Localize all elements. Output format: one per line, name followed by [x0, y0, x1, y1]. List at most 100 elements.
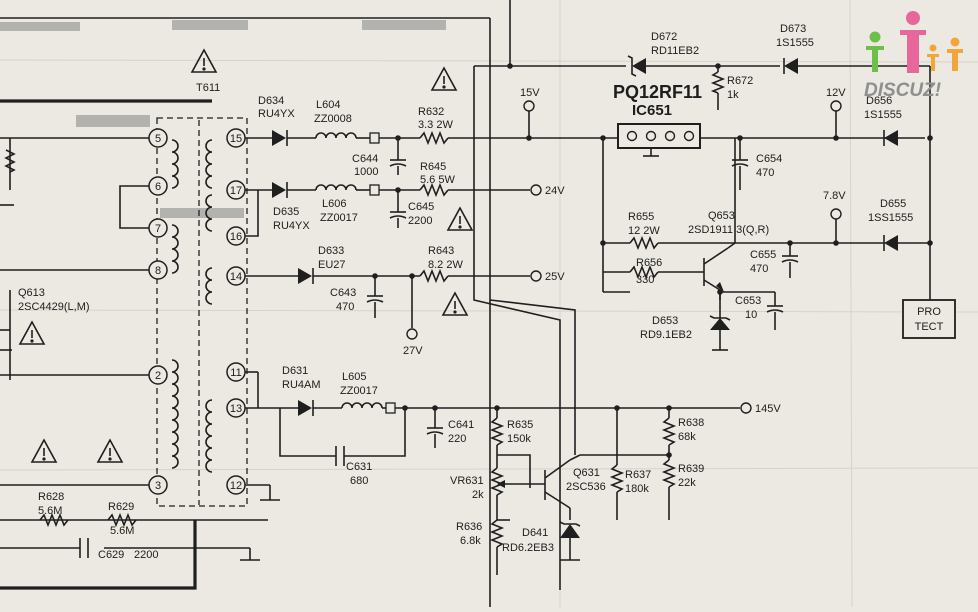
ref-c641: C641 — [448, 419, 474, 431]
ref-c631: C631 — [346, 461, 372, 473]
ref-c654: C654 — [756, 153, 782, 165]
warning-icons — [18, 48, 474, 463]
resistor-r628 — [39, 512, 69, 528]
ref-r672: R672 — [727, 75, 753, 87]
diode-d633 — [298, 268, 312, 284]
resistor-r637 — [609, 464, 625, 493]
pin-7: 7 — [155, 223, 161, 235]
primary-winding — [171, 139, 179, 469]
rail-7-8v: 7.8V — [823, 190, 846, 202]
ref-d634: D634 — [258, 95, 284, 107]
part-d631: RU4AM — [282, 379, 321, 391]
pin-2: 2 — [155, 370, 161, 382]
ref-q653: Q653 — [708, 210, 735, 222]
pin-17: 17 — [230, 185, 242, 197]
pin-8: 8 — [155, 265, 161, 277]
warning-triangle-icon — [430, 66, 458, 91]
value-r628: 5.6M — [38, 505, 62, 517]
ref-r636: R636 — [456, 521, 482, 533]
part-l604: ZZ0008 — [314, 113, 352, 125]
ref-r629: R629 — [108, 501, 134, 513]
value-r656: 330 — [636, 274, 654, 286]
ic-pq12rf11 — [617, 123, 701, 149]
value-r645: 5.6 5W — [420, 174, 455, 186]
warning-triangle-icon — [30, 438, 58, 463]
ref-r628: R628 — [38, 491, 64, 503]
discuz-logo: DISCUZ! — [864, 11, 963, 101]
protect-label-line2: TECT — [915, 321, 944, 333]
value-c645: 2200 — [408, 215, 432, 227]
pin-14: 14 — [230, 271, 242, 283]
pin-12: 12 — [230, 480, 242, 492]
warning-triangle-icon — [96, 438, 124, 463]
ref-q613: Q613 — [18, 287, 45, 299]
resistor-r655 — [629, 235, 659, 251]
part-d635: RU4YX — [273, 220, 310, 232]
ref-r643: R643 — [428, 245, 454, 257]
value-r632: 3.3 2W — [418, 119, 453, 131]
part-d656: 1S1555 — [864, 109, 902, 121]
pin-13: 13 — [230, 403, 242, 415]
ref-d635: D635 — [273, 206, 299, 218]
value-r635: 150k — [507, 433, 531, 445]
resistor-r638 — [661, 417, 677, 446]
resistor-r672 — [710, 71, 726, 94]
ref-d633: D633 — [318, 245, 344, 257]
rail-15v: 15V — [520, 87, 540, 99]
ref-l606: L606 — [322, 198, 346, 210]
label-t611: T611 — [196, 82, 220, 94]
resistor-r639 — [661, 459, 677, 488]
warning-triangle-icon — [446, 206, 474, 231]
ref-d655: D655 — [880, 198, 906, 210]
part-q631: 2SC536 — [566, 481, 606, 493]
ref-r637: R637 — [625, 469, 651, 481]
value-r636: 6.8k — [460, 535, 481, 547]
zener-d672 — [632, 58, 646, 74]
ref-l605: L605 — [342, 371, 366, 383]
zener-d653 — [710, 318, 730, 330]
ref-r635: R635 — [507, 419, 533, 431]
value-c654: 470 — [756, 167, 774, 179]
value-c655: 470 — [750, 263, 768, 275]
pin-5: 5 — [155, 133, 161, 145]
pin-15: 15 — [230, 133, 242, 145]
ref-l604: L604 — [316, 99, 340, 111]
value-c643: 470 — [336, 301, 354, 313]
value-r639: 22k — [678, 477, 696, 489]
resistor-r636 — [489, 519, 505, 548]
part-d641: RD6.2EB3 — [502, 542, 554, 554]
part-d634: RU4YX — [258, 108, 295, 120]
value-c641: 220 — [448, 433, 466, 445]
protect-label-line1: PRO — [917, 306, 941, 318]
ref-d641: D641 — [522, 527, 548, 539]
transformer-pins — [148, 128, 246, 495]
value-r638: 68k — [678, 431, 696, 443]
inductor-l606 — [315, 184, 357, 191]
value-c644: 1000 — [354, 166, 378, 178]
diode-d655 — [884, 235, 898, 251]
value-r637: 180k — [625, 483, 649, 495]
ref-c629: C629 — [98, 549, 124, 561]
part-d673: 1S1555 — [776, 37, 814, 49]
potentiometer-vr631 — [489, 467, 505, 496]
secondary-winding — [205, 139, 213, 473]
ref-q631: Q631 — [573, 467, 600, 479]
pin-6: 6 — [155, 181, 161, 193]
warning-triangle-icon — [18, 320, 46, 345]
diode-d673 — [784, 58, 798, 74]
inductor-l604 — [315, 132, 357, 139]
resistor-r629 — [107, 512, 137, 528]
rail-24v: 24V — [545, 185, 565, 197]
pin-3: 3 — [155, 480, 161, 492]
value-c631: 680 — [350, 475, 368, 487]
warning-triangle-icon — [190, 48, 218, 73]
inductor-l605 — [341, 402, 383, 409]
ref-r655: R655 — [628, 211, 654, 223]
ref-vr631: VR631 — [450, 475, 484, 487]
diode-d656 — [884, 130, 898, 146]
ref-d672: D672 — [651, 31, 677, 43]
rail-25v: 25V — [545, 271, 565, 283]
value-c653: 10 — [745, 309, 757, 321]
shield-hatch — [0, 20, 446, 218]
